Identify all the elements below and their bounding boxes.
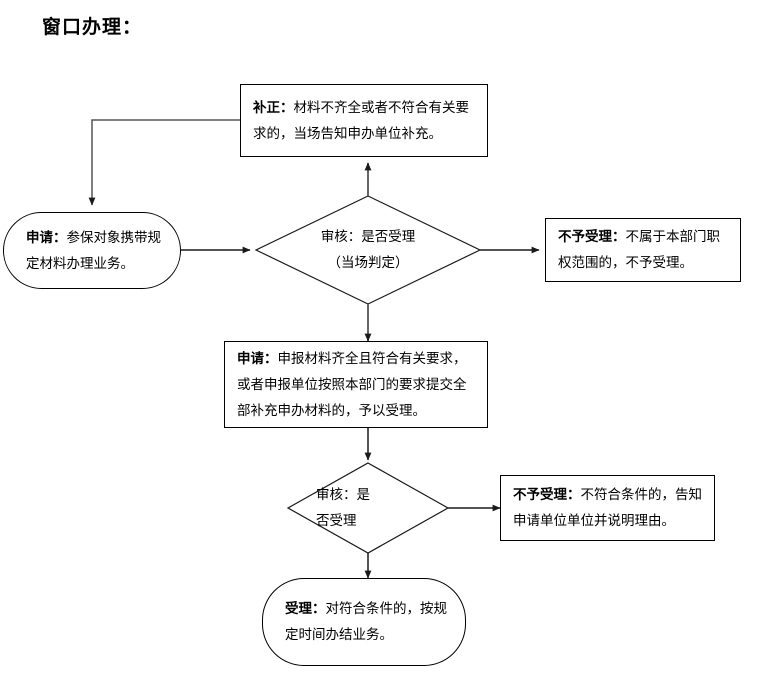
- node-correction-text: 补正：材料不齐全或者不符合有关要求的，当场告知申办单位补充。: [253, 95, 477, 147]
- page-title: 窗口办理：: [42, 16, 143, 38]
- node-reject-out-of-scope-box[interactable]: 不予受理：不属于本部门职权范围的，不予受理。: [545, 218, 741, 282]
- node-apply-body: 参保对象携带规定材料办理业务。: [26, 229, 161, 272]
- node-accept-text: 受理：对符合条件的，按规定时间办结业务。: [285, 596, 449, 648]
- node-apply-text: 申请：参保对象携带规定材料办理业务。: [26, 225, 164, 277]
- node-accept-lead: 受理：: [285, 601, 326, 617]
- node-reject-scope-body: 不属于本部门职权范围的，不予受理。: [558, 229, 720, 271]
- node-application-body: 申报材料齐全且符合有关要求，或者申报单位按照本部门的要求提交全部补充申办材料的，…: [237, 350, 467, 419]
- node-correction-lead: 补正：: [253, 99, 294, 116]
- decision-diamond-lower: [286, 462, 450, 554]
- node-reject-scope-lead: 不予受理：: [558, 229, 626, 245]
- node-accept-and-process[interactable]: 受理：对符合条件的，按规定时间办结业务。: [262, 578, 466, 666]
- edge-correction-to-apply: [88, 119, 240, 206]
- node-correction-body: 材料不齐全或者不符合有关要求的，当场告知申办单位补充。: [253, 99, 469, 142]
- node-reject-qualified-text: 不予受理：不符合条件的，告知申请单位单位并说明理由。: [513, 482, 704, 534]
- node-application-text: 申请：申报材料齐全且符合有关要求，或者申报单位按照本部门的要求提交全部补充申办材…: [237, 346, 477, 424]
- node-apply-lead: 申请：: [26, 229, 67, 246]
- node-apply-window[interactable]: 申请：参保对象携带规定材料办理业务。: [3, 212, 181, 289]
- node-reject-qualified-lead: 不予受理：: [513, 487, 581, 503]
- node-accept-body: 对符合条件的，按规定时间办结业务。: [285, 601, 447, 643]
- node-correction-box[interactable]: 补正：材料不齐全或者不符合有关要求的，当场告知申办单位补充。: [240, 84, 488, 157]
- node-reject-not-qualified-box[interactable]: 不予受理：不符合条件的，告知申请单位单位并说明理由。: [500, 475, 715, 541]
- node-reject-qualified-body: 不符合条件的，告知申请单位单位并说明理由。: [513, 487, 702, 529]
- node-application-lead: 申请：: [237, 350, 278, 367]
- decision-diamond-upper: [254, 195, 482, 305]
- node-reject-scope-text: 不予受理：不属于本部门职权范围的，不予受理。: [558, 224, 730, 276]
- node-application-complete-box[interactable]: 申请：申报材料齐全且符合有关要求，或者申报单位按照本部门的要求提交全部补充申办材…: [224, 341, 488, 428]
